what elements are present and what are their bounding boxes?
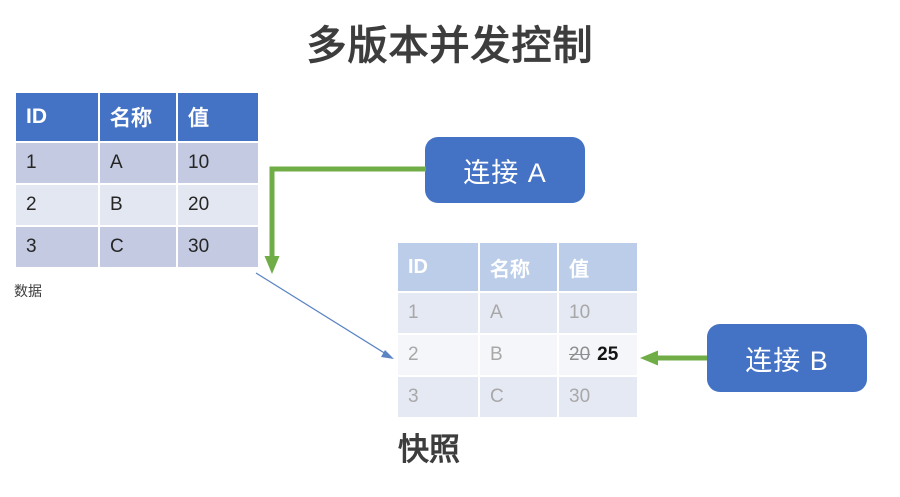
column-header-name: 名称 [100,93,176,141]
connection-a-label: 连接 A [463,157,547,188]
cell-value: 30 [178,227,258,267]
source-data-table: ID 名称 值 1 A 10 2 B 20 3 C 30 [14,91,260,269]
new-value: 25 [597,344,619,365]
connection-a-box[interactable]: 连接 A [425,137,585,203]
cell-id: 2 [16,185,98,225]
arrow-diagonal-icon [255,272,394,359]
cell-name: C [480,377,557,417]
cell-value: 10 [178,143,258,183]
cell-id: 1 [16,143,98,183]
cell-name: A [100,143,176,183]
cell-name: B [480,335,557,375]
cell-id: 2 [398,335,478,375]
arrow-left-icon [640,350,707,366]
cell-name: B [100,185,176,225]
old-value-strikethrough: 20 [569,344,591,365]
connection-b-label: 连接 B [745,345,829,376]
cell-name: C [100,227,176,267]
table-row: 1 A 10 [16,143,258,183]
snapshot-table-caption: 快照 [398,432,460,467]
column-header-value: 值 [559,243,637,291]
table-row: 3 C 30 [398,377,637,417]
table-header-row: ID 名称 值 [398,243,637,291]
connection-b-box[interactable]: 连接 B [707,324,867,392]
source-table-caption: 数据 [14,283,42,299]
table-row: 1 A 10 [398,293,637,333]
table-row: 3 C 30 [16,227,258,267]
cell-value: 30 [559,377,637,417]
table-row: 2 B 20 [16,185,258,225]
cell-id: 1 [398,293,478,333]
cell-name: A [480,293,557,333]
cell-id: 3 [398,377,478,417]
cell-value: 10 [559,293,637,333]
cell-value: 20 [178,185,258,225]
column-header-id: ID [398,243,478,291]
cell-id: 3 [16,227,98,267]
column-header-id: ID [16,93,98,141]
column-header-value: 值 [178,93,258,141]
page-title: 多版本并发控制 [306,24,594,68]
table-header-row: ID 名称 值 [16,93,258,141]
column-header-name: 名称 [480,243,557,291]
